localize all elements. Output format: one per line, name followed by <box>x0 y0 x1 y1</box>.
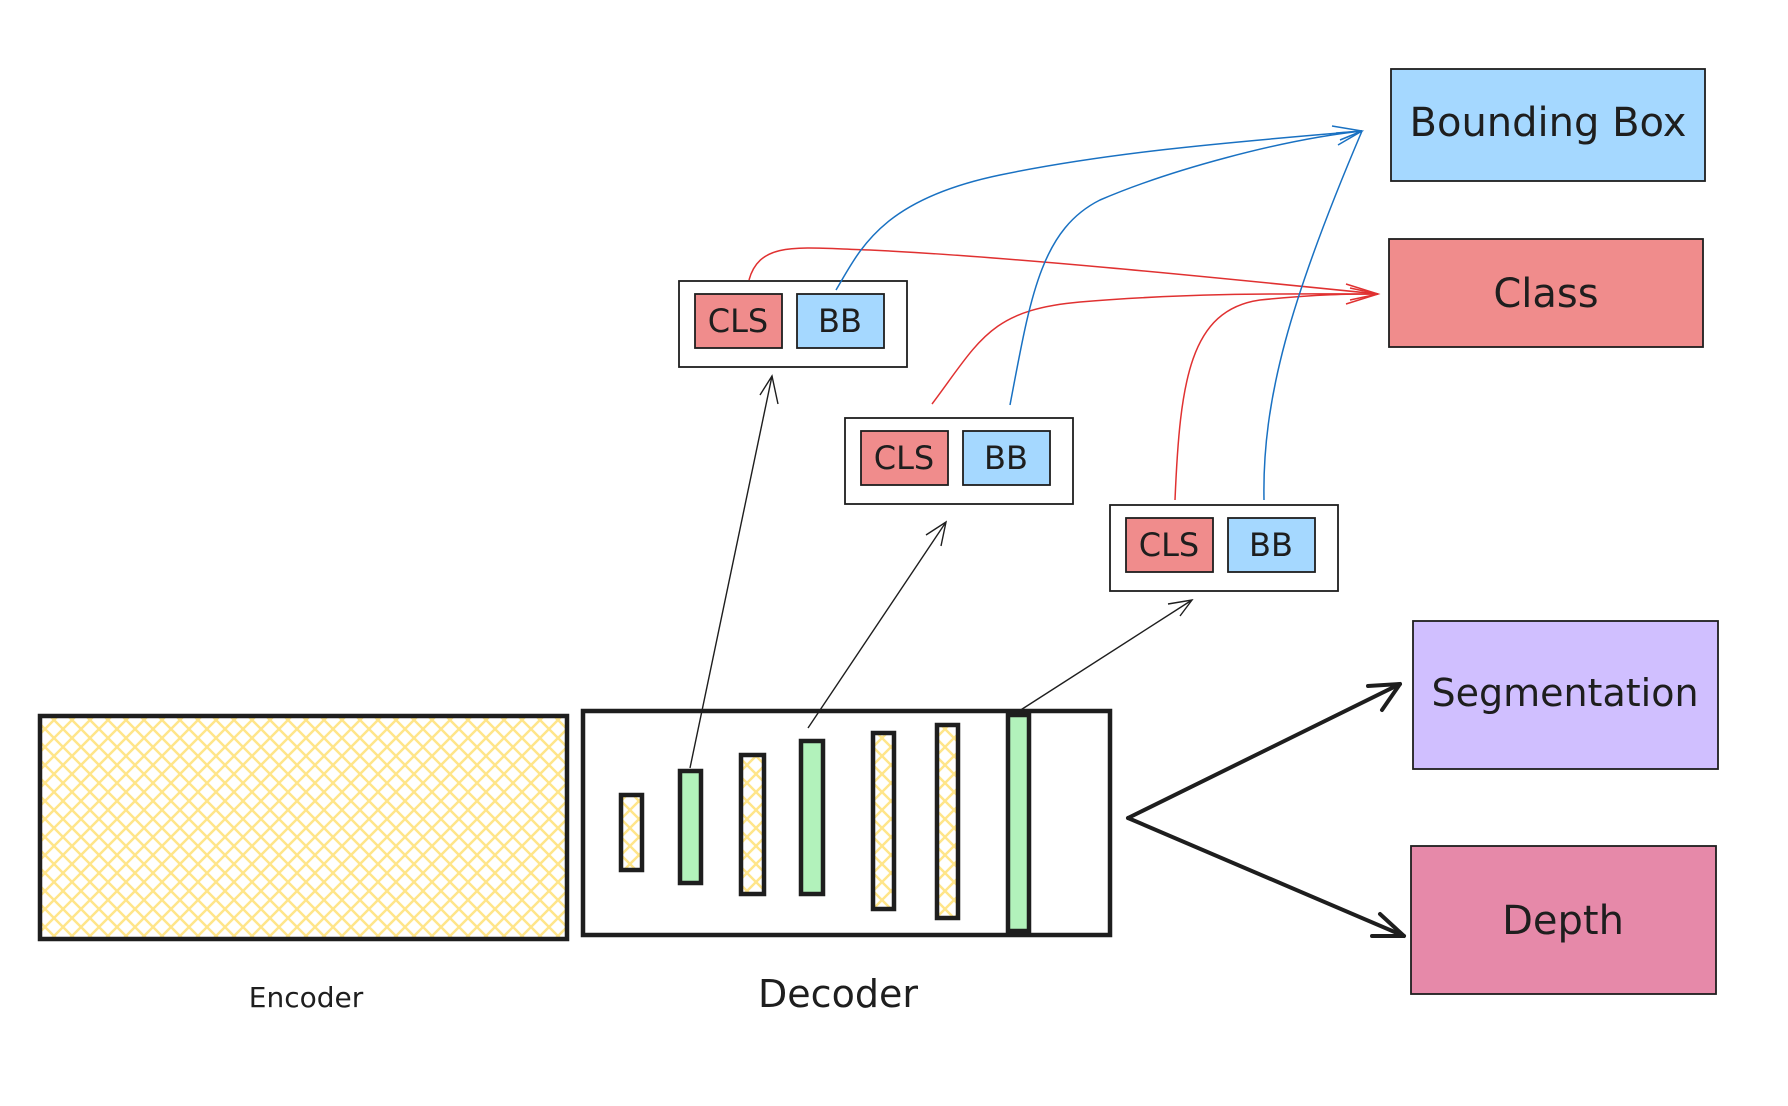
class-arrows <box>748 247 1381 501</box>
decoder-to-head-arrows <box>689 374 1194 769</box>
decoder-layer-4[interactable] <box>798 738 826 897</box>
bb-token-label: BB <box>1249 526 1293 564</box>
output-depth[interactable]: Depth <box>1410 845 1717 995</box>
decoder-layers <box>618 712 1032 934</box>
arrow-to-segmentation <box>1126 682 1402 820</box>
bbox-curve-head2 <box>1009 130 1363 406</box>
output-bounding-box-label: Bounding Box <box>1410 100 1687 146</box>
bbox-curve-head1 <box>835 130 1363 291</box>
output-segmentation[interactable]: Segmentation <box>1412 620 1719 770</box>
cls-token <box>1125 517 1214 573</box>
output-segmentation-label: Segmentation <box>1431 671 1698 715</box>
bb-token-label: BB <box>984 439 1028 477</box>
encoder-block[interactable] <box>37 713 570 942</box>
arrow-layer2-to-head1 <box>689 375 773 769</box>
arrow-layer7-to-head3 <box>1015 599 1193 714</box>
cls-token <box>860 430 949 486</box>
bbox-curve-head3 <box>1263 130 1363 501</box>
prediction-heads: CLS BB CLS BB CLS BB <box>678 280 1339 592</box>
cls-token-label: CLS <box>708 302 768 340</box>
class-curve-head1 <box>748 247 1379 295</box>
decoder-layer-3[interactable] <box>738 752 767 897</box>
cls-token-label: CLS <box>874 439 934 477</box>
output-bounding-box[interactable]: Bounding Box <box>1390 68 1706 182</box>
output-class-label: Class <box>1493 271 1598 317</box>
prediction-head-2[interactable]: CLS BB <box>844 417 1074 505</box>
bb-token <box>1227 517 1316 573</box>
bb-token <box>796 293 885 349</box>
arrow-layer4-to-head2 <box>807 521 947 729</box>
output-depth-label: Depth <box>1502 898 1624 944</box>
output-class[interactable]: Class <box>1388 238 1704 348</box>
decoder-layer-5[interactable] <box>870 730 897 912</box>
cls-token-label: CLS <box>1139 526 1199 564</box>
decoder-label: Decoder <box>758 972 918 1016</box>
encoder-label: Encoder <box>249 981 364 1014</box>
bb-token-label: BB <box>818 302 862 340</box>
decoder-output-arrows <box>1126 682 1406 938</box>
bb-token <box>962 430 1051 486</box>
arrow-to-depth <box>1126 816 1406 938</box>
cls-token <box>694 293 783 349</box>
prediction-head-3[interactable]: CLS BB <box>1109 504 1339 592</box>
prediction-head-1[interactable]: CLS BB <box>678 280 908 368</box>
bbox-arrows <box>835 125 1365 501</box>
decoder-layer-2[interactable] <box>677 768 704 886</box>
decoder-layer-1[interactable] <box>618 792 645 873</box>
decoder-layer-7[interactable] <box>1005 712 1032 934</box>
class-curve-head3 <box>1174 293 1379 501</box>
class-curve-head2 <box>931 293 1379 405</box>
decoder-layer-6[interactable] <box>934 722 961 921</box>
